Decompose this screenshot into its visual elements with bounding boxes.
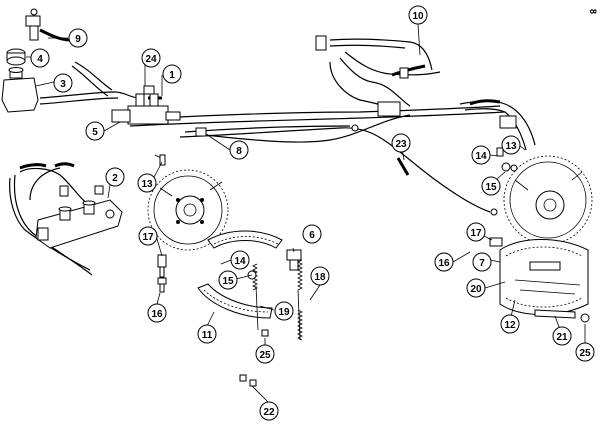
callout-8-label: 8 [236,146,242,157]
return-springs [252,259,303,341]
callout-3-label: 3 [60,79,66,90]
callout-16b: 16 [434,252,454,272]
callout-5: 5 [85,121,105,141]
callout-20: 20 [466,278,486,298]
callout-15a-label: 15 [485,182,497,193]
callout-11: 11 [197,324,217,344]
callout-16a-label: 16 [151,309,163,320]
brake-lines [9,38,536,276]
callout-15b: 15 [218,270,238,290]
right-brake-shoes [489,237,589,319]
callout-2-label: 2 [112,173,118,184]
callout-20-label: 20 [470,284,482,295]
left-backing-plate [147,169,229,251]
callout-15b-label: 15 [222,276,234,287]
callout-13a: 13 [137,173,157,193]
callout-7: 7 [472,252,492,272]
brake-fluid-reservoir [1,67,39,113]
callout-2: 2 [105,167,125,187]
callout-19-label: 19 [278,307,290,318]
callout-1: 1 [162,64,182,84]
wheel-cylinder-6 [286,249,302,271]
callout-22: 22 [259,401,279,421]
callout-1-label: 1 [169,70,175,81]
callout-18: 18 [310,266,330,286]
corner-page-mark: 8 [588,9,598,14]
callout-17a-label: 17 [142,232,154,243]
callout-12: 12 [500,314,520,334]
callout-17b-label: 17 [470,228,482,239]
callout-19: 19 [274,301,294,321]
brake-junction-block [25,8,41,41]
brake-hoses [19,28,501,176]
reservoir-cap [6,48,26,66]
master-cylinder-assembly [35,185,123,249]
callout-13b-label: 13 [505,141,517,152]
callout-9: 9 [68,28,88,48]
callout-23-label: 23 [395,139,407,150]
callout-23: 23 [391,133,411,153]
right-fittings [195,35,517,216]
callout-10-label: 10 [412,11,424,22]
callout-6-label: 6 [309,230,315,241]
callout-14b-label: 14 [234,256,246,267]
callout-16b-label: 16 [438,258,450,269]
callout-25a: 25 [255,344,275,364]
callout-15a: 15 [481,176,501,196]
callout-25a-label: 25 [259,350,271,361]
callout-21: 21 [552,326,572,346]
callout-13a-label: 13 [141,179,153,190]
callout-17b: 17 [466,222,486,242]
callout-17a: 17 [138,226,158,246]
callout-14a: 14 [471,145,491,165]
callout-25b: 25 [575,342,595,362]
callout-12-label: 12 [504,320,516,331]
callout-9-label: 9 [75,34,81,45]
callout-16a: 16 [147,303,167,323]
callout-21-label: 21 [556,332,568,343]
callout-10: 10 [408,5,428,25]
left-fasteners [154,154,269,387]
callout-8: 8 [229,140,249,160]
callout-4-label: 4 [37,54,43,65]
callout-3: 3 [53,73,73,93]
callout-14b: 14 [230,250,250,270]
callout-25b-label: 25 [579,348,591,359]
callout-24-label: 24 [145,54,157,65]
callout-5-label: 5 [92,127,98,138]
left-brake-shoes [197,230,283,319]
callout-18-label: 18 [314,272,326,283]
callout-11-label: 11 [202,330,213,341]
callout-24: 24 [141,48,161,68]
right-fasteners [496,147,590,323]
master-cylinder [111,85,181,125]
callout-13b: 13 [501,135,521,155]
callout-6: 6 [302,224,322,244]
callout-14a-label: 14 [475,151,487,162]
callout-22-label: 22 [263,407,275,418]
callout-4: 4 [30,48,50,68]
callout-7-label: 7 [479,258,485,269]
